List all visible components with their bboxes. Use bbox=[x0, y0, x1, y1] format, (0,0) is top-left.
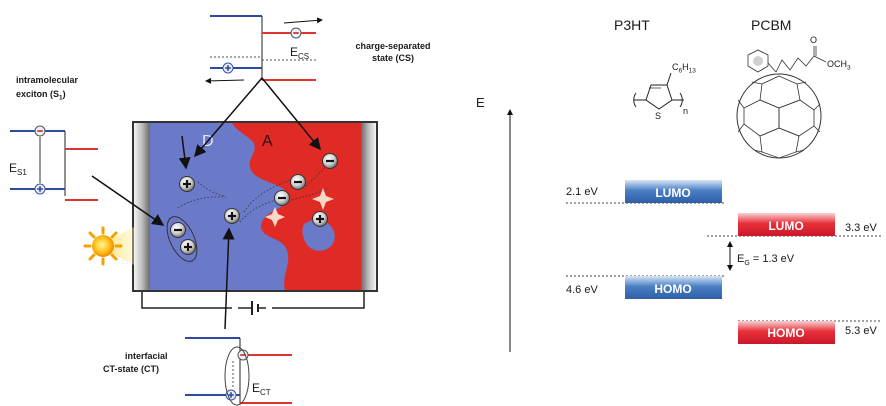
ct-title-line1: interfacial bbox=[125, 351, 168, 361]
p3ht-sulfur: S bbox=[655, 111, 661, 121]
s1-electron-icon bbox=[34, 125, 46, 137]
p3ht-lumo-level: LUMO 2.1 eV bbox=[566, 180, 726, 204]
electron-charge-icon bbox=[170, 222, 186, 238]
p3ht-homo-bar bbox=[625, 276, 722, 299]
pointer-arrows bbox=[91, 77, 321, 330]
left-electrode bbox=[134, 123, 150, 290]
pcbm-oxygen: O bbox=[810, 35, 817, 45]
hole-charge-icon bbox=[179, 176, 195, 192]
sparkle-icon bbox=[265, 207, 285, 227]
device-illustration: D A bbox=[132, 121, 378, 316]
cs-title-line1: charge-separated bbox=[355, 41, 430, 51]
energy-axis: E bbox=[476, 95, 513, 352]
p3ht-homo-label: HOMO bbox=[654, 282, 691, 296]
cs-electron-icon bbox=[290, 27, 302, 39]
p3ht-lumo-bar bbox=[625, 180, 722, 203]
p3ht-n: n bbox=[683, 106, 688, 116]
s1-title-line1: intramolecular bbox=[16, 75, 79, 85]
sparkle-icon bbox=[312, 188, 334, 210]
ct-pair-ellipse bbox=[224, 346, 250, 406]
pcbm-title: PCBM bbox=[751, 17, 791, 33]
donor-island bbox=[302, 219, 335, 251]
pcbm-homo-bar bbox=[738, 321, 835, 344]
gap-arrow: EG = 1.3 eV bbox=[727, 241, 795, 271]
pcbm-homo-level: HOMO 5.3 eV bbox=[738, 320, 882, 344]
pcbm-homo-label: HOMO bbox=[767, 326, 804, 340]
exciton-ellipse bbox=[166, 216, 198, 262]
sun-icon bbox=[83, 226, 134, 266]
e-cs-label: ECS bbox=[290, 45, 309, 61]
p3ht-substituent: C6H13 bbox=[672, 62, 696, 75]
pcbm-lumo-value: 3.3 eV bbox=[845, 222, 877, 234]
pcbm-lumo-bar bbox=[738, 213, 835, 236]
gap-label: EG = 1.3 eV bbox=[737, 253, 795, 267]
right-electrode bbox=[361, 123, 376, 290]
pcbm-lumo-label: LUMO bbox=[768, 219, 803, 233]
hole-charge-icon bbox=[312, 211, 328, 227]
p3ht-structure bbox=[633, 72, 684, 110]
acceptor-label: A bbox=[262, 133, 273, 150]
pcbm-structure bbox=[736, 46, 827, 159]
cs-electron-arrow bbox=[283, 17, 323, 24]
s1-hole-icon bbox=[34, 183, 46, 195]
p3ht-lumo-label: LUMO bbox=[655, 186, 690, 200]
p3ht-homo-level: HOMO 4.6 eV bbox=[566, 275, 726, 299]
electron-charge-icon bbox=[274, 190, 290, 206]
hole-charge-icon bbox=[180, 239, 196, 255]
electron-charge-icon bbox=[290, 174, 306, 190]
p3ht-title: P3HT bbox=[614, 17, 650, 33]
pcbm-substituent: OCH3 bbox=[827, 59, 851, 72]
e-ct-label: ECT bbox=[252, 381, 271, 397]
energy-axis-label: E bbox=[476, 95, 485, 110]
p3ht-lumo-value: 2.1 eV bbox=[566, 186, 598, 198]
cs-hole-icon bbox=[222, 62, 234, 74]
cs-title-line2: state (CS) bbox=[372, 53, 414, 63]
pcbm-homo-value: 5.3 eV bbox=[845, 325, 877, 337]
electron-charge-icon bbox=[322, 153, 338, 169]
ct-state-inset: ECT bbox=[185, 337, 292, 406]
p3ht-homo-value: 4.6 eV bbox=[566, 284, 598, 296]
ct-title-line2: CT-state (CT) bbox=[103, 364, 159, 374]
e-s1-label: ES1 bbox=[9, 161, 27, 177]
cs-state-inset: ECS bbox=[205, 15, 323, 84]
s1-title-line2: exciton (S1) bbox=[16, 89, 66, 102]
pcbm-lumo-level: LUMO 3.3 eV bbox=[707, 213, 882, 237]
hole-charge-icon bbox=[224, 208, 240, 224]
cs-hole-arrow bbox=[205, 77, 245, 84]
s1-exciton-inset: ES1 bbox=[9, 125, 98, 201]
